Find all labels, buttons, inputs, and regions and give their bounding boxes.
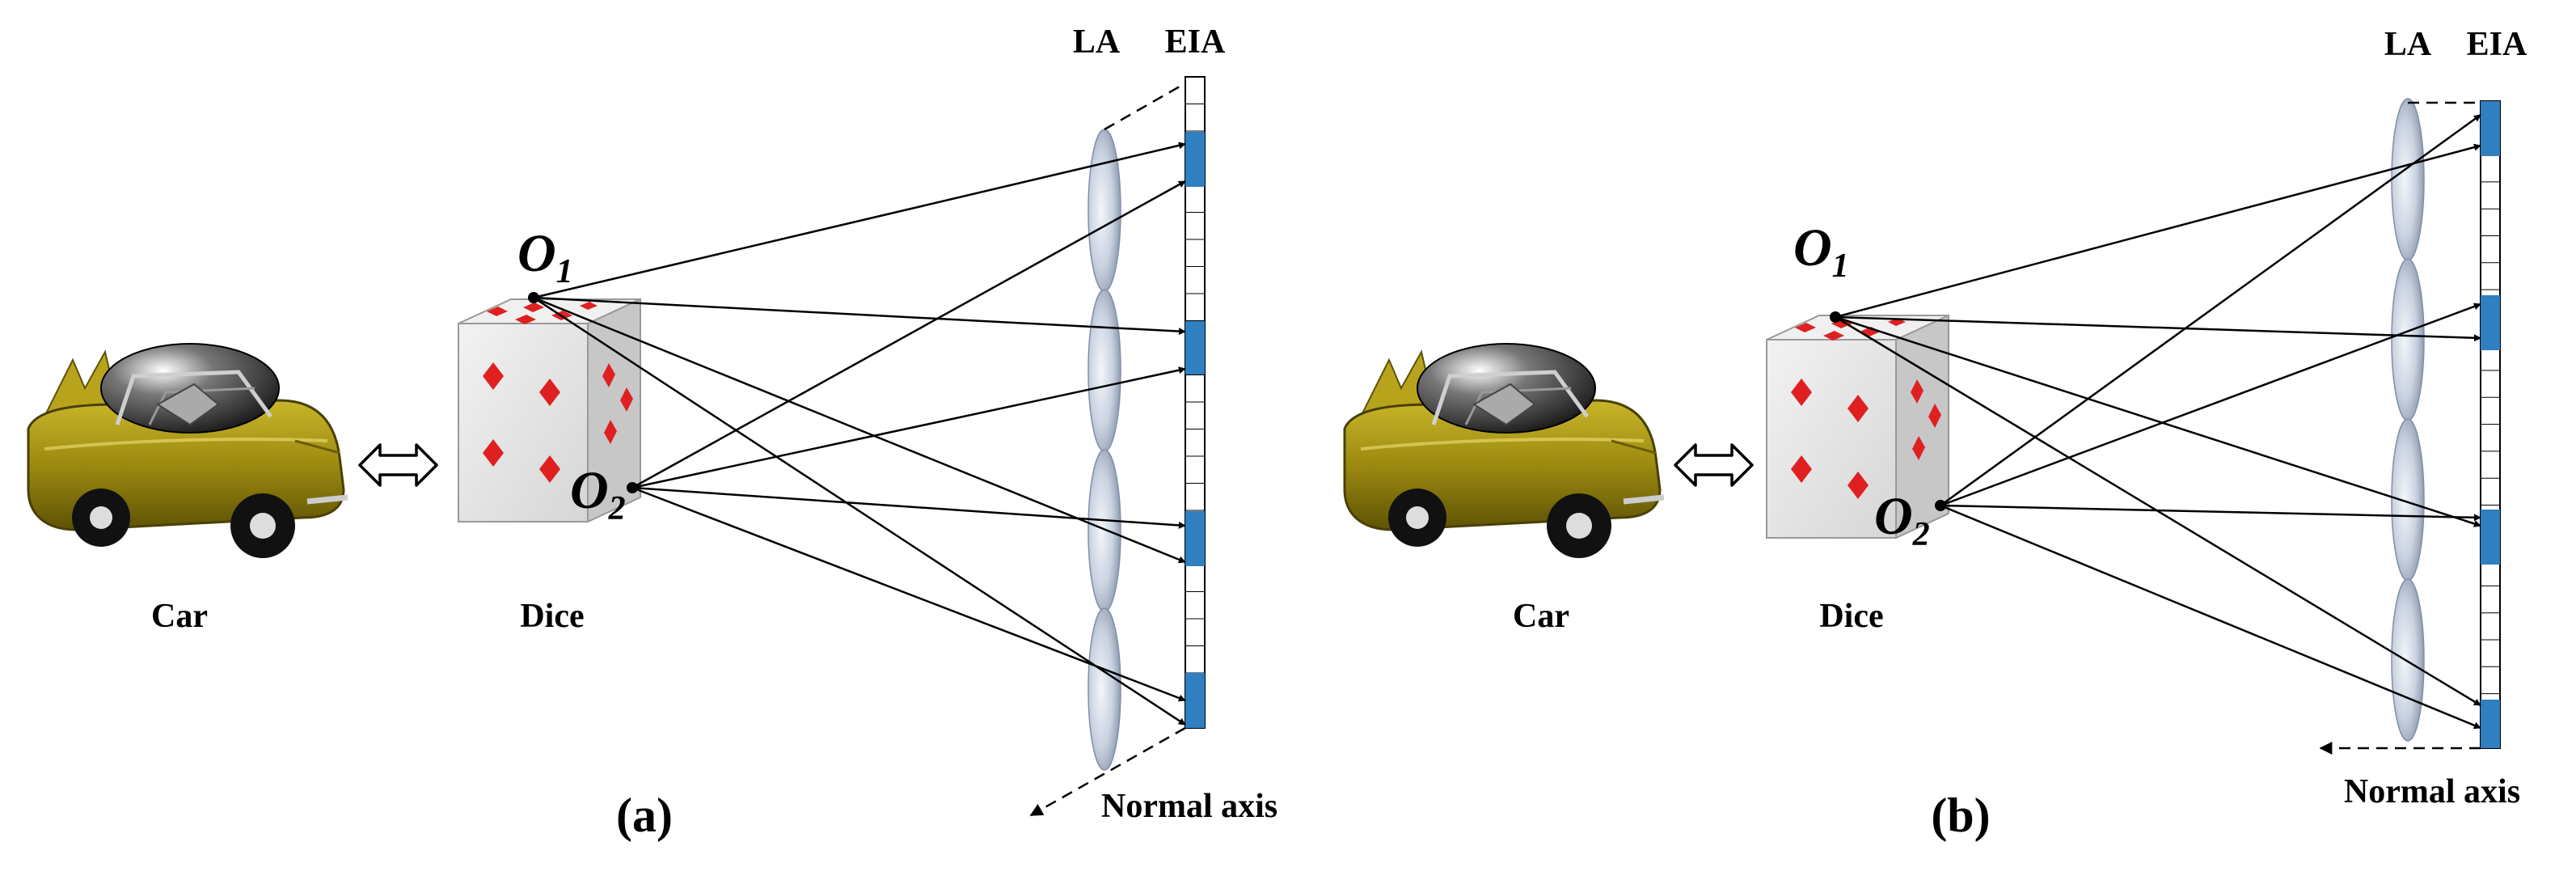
normal-axis-arrow xyxy=(1029,726,1186,817)
panel-b: O1 O2 Car Dice LA EIA Normal axis (b) xyxy=(1345,26,2527,842)
dice-model-icon xyxy=(458,298,641,522)
point-o2-label: O2 xyxy=(1874,487,1930,553)
lens-array xyxy=(2391,98,2425,742)
point-o1-label: O1 xyxy=(517,224,573,290)
dice-label: Dice xyxy=(520,598,584,635)
normal-axis-label: Normal axis xyxy=(1101,788,1277,825)
ray-bundle xyxy=(1835,113,2481,730)
double-headed-arrow-icon xyxy=(358,443,438,487)
point-o2 xyxy=(1935,500,1946,511)
point-o2 xyxy=(627,482,638,493)
point-o1 xyxy=(1830,311,1841,323)
normal-axis-label: Normal axis xyxy=(2344,773,2520,810)
panel-b-caption: (b) xyxy=(1931,789,1990,842)
panel-a-caption: (a) xyxy=(616,789,673,842)
panel-a: O1 O2 Car Dice LA EIA Normal axis (a) xyxy=(28,23,1277,842)
dice-model-icon xyxy=(1766,315,1949,539)
dice-label: Dice xyxy=(1819,598,1883,635)
point-o1-label: O1 xyxy=(1793,218,1849,285)
eia-label: EIA xyxy=(1165,23,1226,61)
car-model-icon xyxy=(1345,344,1664,558)
point-o1 xyxy=(528,292,539,303)
car-label: Car xyxy=(151,598,208,635)
point-o2-label: O2 xyxy=(570,461,626,527)
car-model-icon xyxy=(28,344,348,558)
tilted-top-dashed-line xyxy=(1104,82,1186,131)
elemental-image-array xyxy=(2480,100,2501,749)
elemental-image-array xyxy=(1185,76,1206,729)
lens-array-label: LA xyxy=(2384,26,2432,63)
double-headed-arrow-icon xyxy=(1674,443,1754,487)
ray-bundle xyxy=(533,142,1186,726)
car-label: Car xyxy=(1513,598,1569,635)
eia-label: EIA xyxy=(2467,26,2527,63)
lens-array-label: LA xyxy=(1073,23,1121,61)
